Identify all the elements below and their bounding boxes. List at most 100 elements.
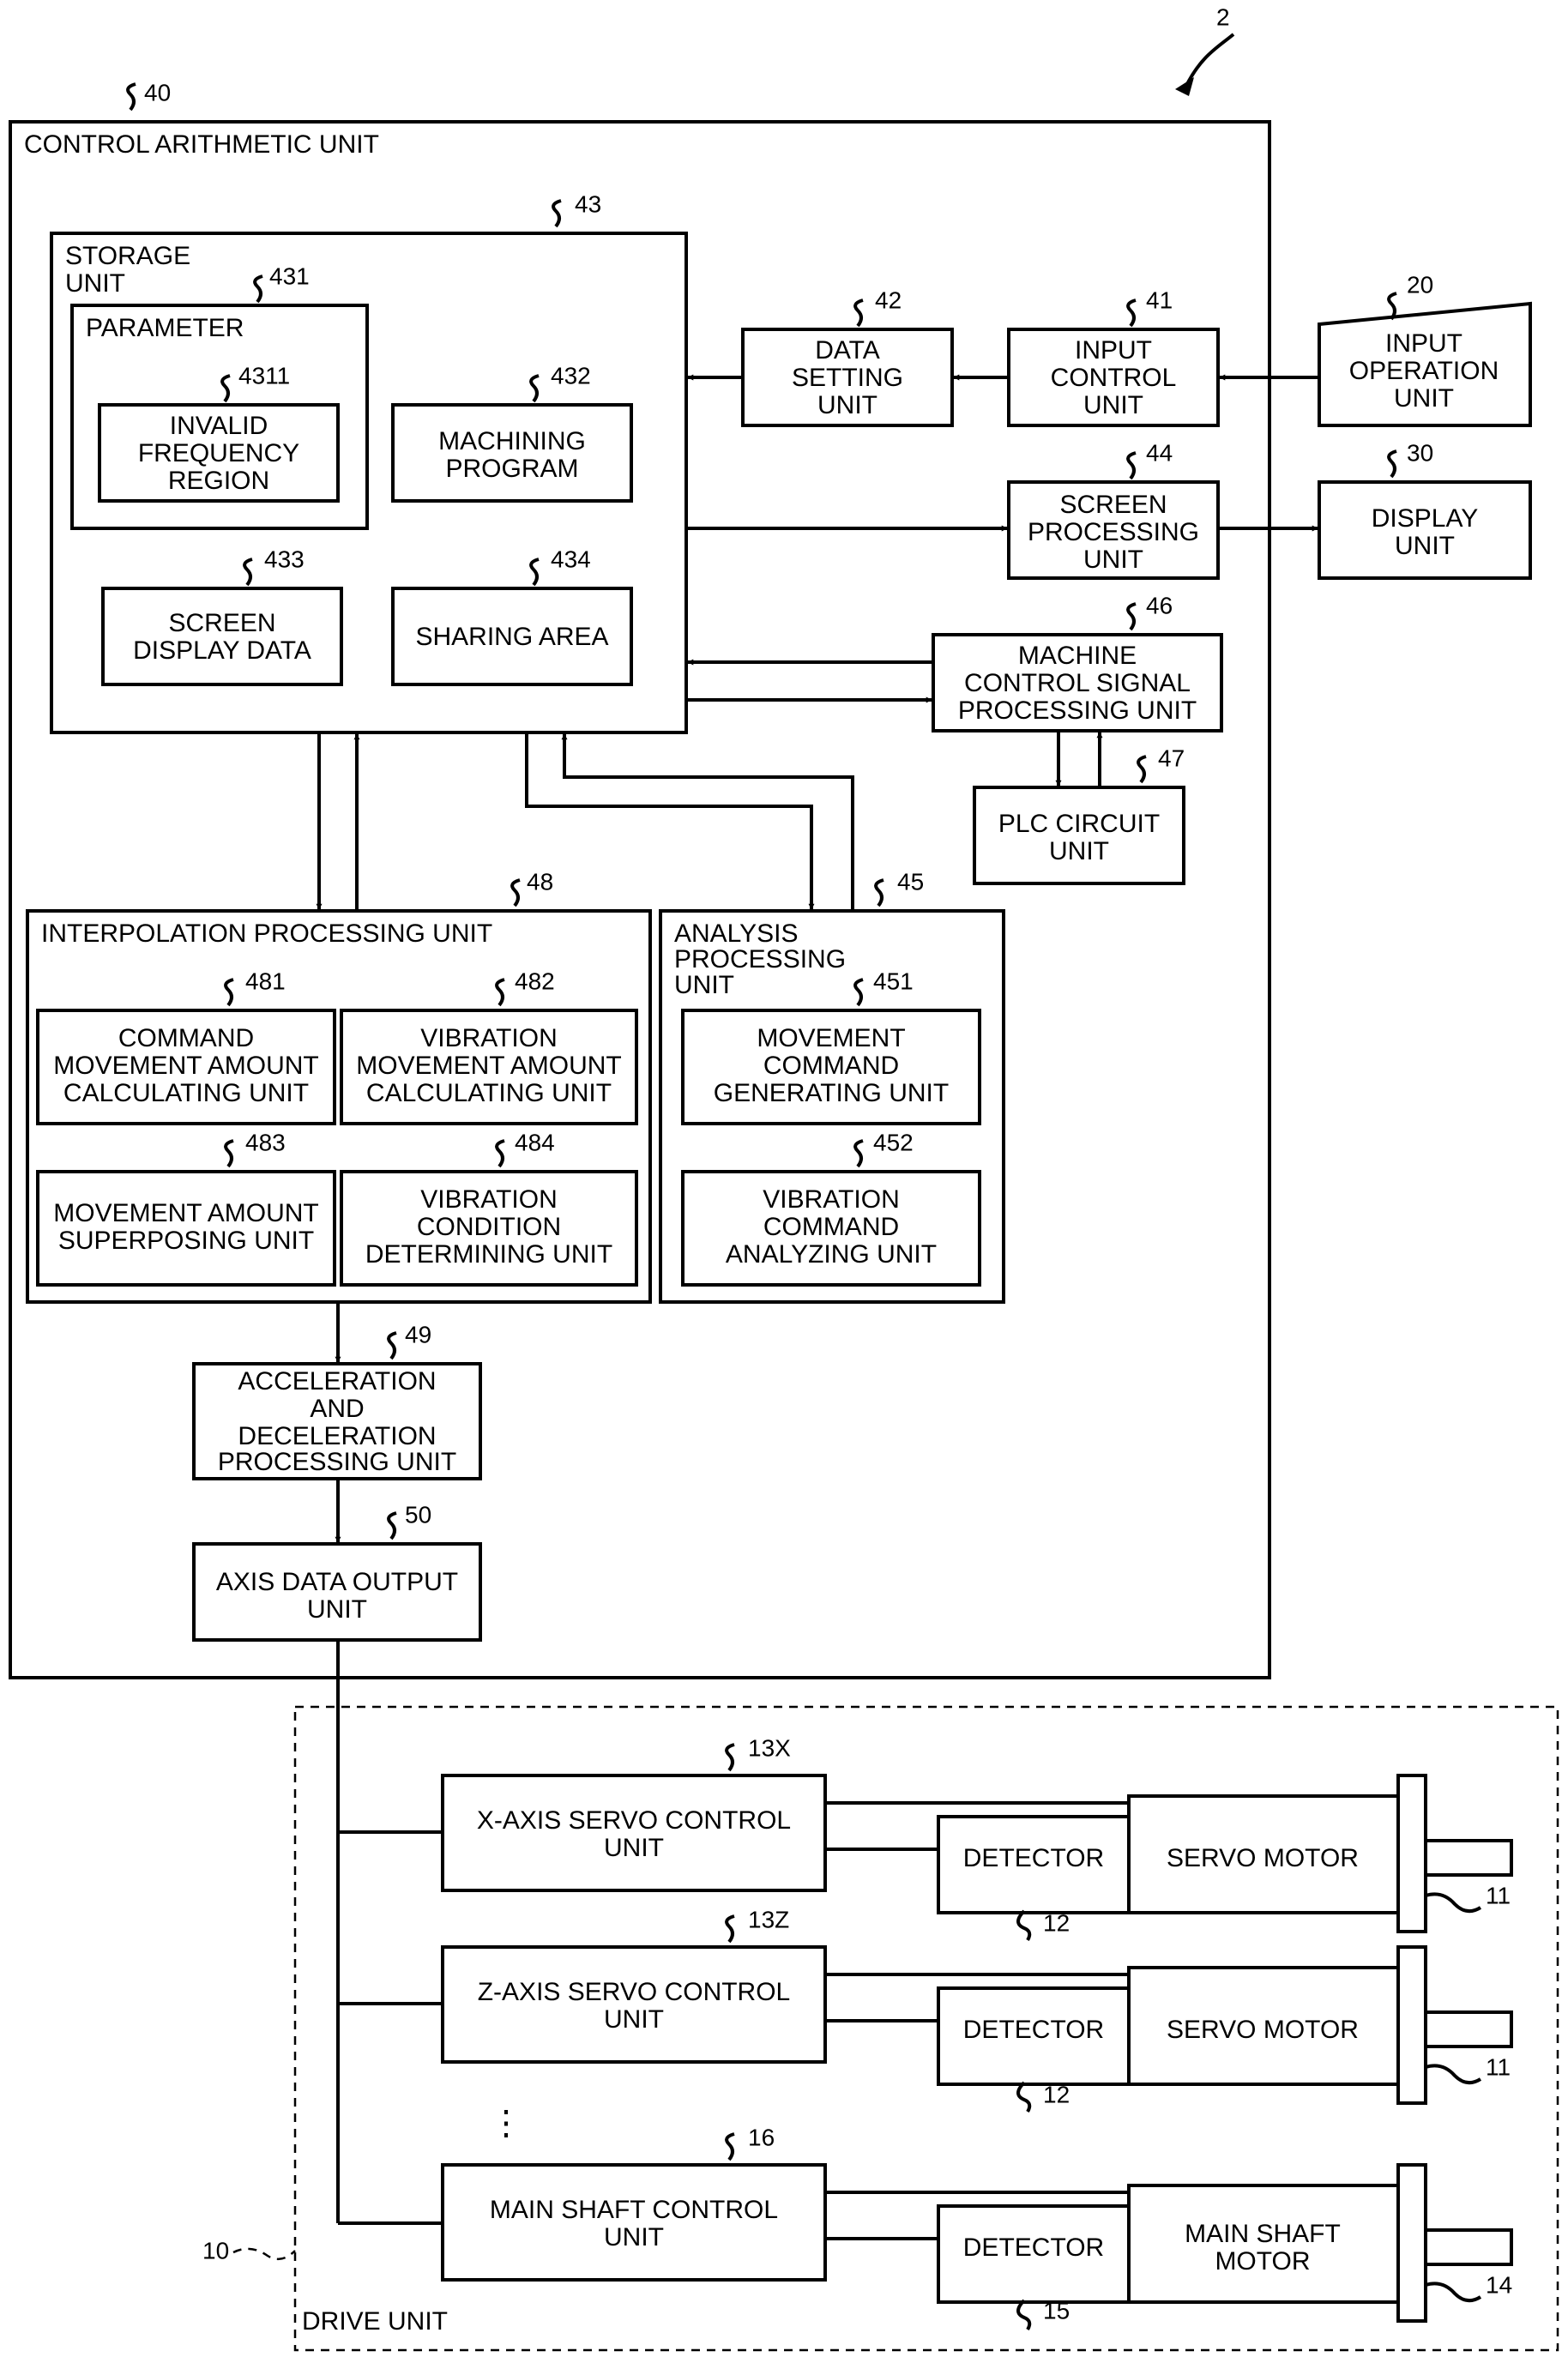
- vib-cmd-analyzing-ref: 452: [873, 1129, 914, 1155]
- axis-output-label-2: UNIT: [307, 1595, 367, 1624]
- parameter-ref: 431: [269, 262, 310, 289]
- input-control-label-2: CONTROL: [1051, 364, 1177, 392]
- x-axis-row: X-AXIS SERVO CONTROL UNIT 13X DETECTOR 1…: [443, 1734, 1511, 1940]
- servo-motor-x-label: SERVO MOTOR: [1167, 1844, 1359, 1872]
- plc-leader: [1138, 757, 1146, 782]
- detector-x-ref: 12: [1043, 1909, 1070, 1936]
- more-axes-ellipsis: ⋮: [489, 2105, 523, 2143]
- display-leader: [1389, 451, 1396, 477]
- vib-movement-label-3: CALCULATING UNIT: [366, 1079, 612, 1107]
- figure-ref: 2: [1216, 3, 1230, 30]
- input-operation-label-1: INPUT: [1385, 329, 1462, 358]
- drive-unit-label: DRIVE UNIT: [302, 2307, 448, 2336]
- movement-cmd-gen-label-1: MOVEMENT: [757, 1024, 905, 1052]
- accel-label-1: ACCELERATION: [238, 1367, 436, 1396]
- screen-display-ref: 433: [264, 546, 305, 572]
- screen-processing-unit: SCREEN PROCESSING UNIT 44: [1009, 439, 1218, 578]
- servo-motor-x-ref: 11: [1486, 1882, 1511, 1908]
- screen-processing-label-3: UNIT: [1083, 546, 1143, 574]
- machining-label-2: PROGRAM: [445, 455, 578, 483]
- vib-cmd-analyzing-label-1: VIBRATION: [763, 1185, 899, 1214]
- main-shaft-ctrl-label-2: UNIT: [604, 2223, 664, 2252]
- accel-ref: 49: [405, 1321, 431, 1347]
- vib-condition-label-3: DETERMINING UNIT: [365, 1240, 612, 1269]
- vib-movement-label-2: MOVEMENT AMOUNT: [356, 1052, 621, 1080]
- sharing-area-ref: 434: [551, 546, 591, 572]
- superposing-label-2: SUPERPOSING UNIT: [58, 1227, 314, 1255]
- screen-display-label-2: DISPLAY DATA: [133, 636, 311, 665]
- vib-cmd-analyzing-label-3: ANALYZING UNIT: [726, 1240, 937, 1269]
- movement-cmd-gen-label-2: COMMAND: [763, 1052, 899, 1080]
- vib-cmd-analyzing-label-2: COMMAND: [763, 1213, 899, 1241]
- data-setting-leader: [855, 300, 863, 326]
- detector-main-ref: 15: [1043, 2297, 1070, 2324]
- detector-x-leader: [1018, 1911, 1029, 1940]
- machine-control-ref: 46: [1146, 592, 1173, 618]
- movement-cmd-gen-ref: 451: [873, 968, 914, 994]
- accel-leader: [389, 1333, 396, 1359]
- main-shaft-motor-label-2: MOTOR: [1215, 2247, 1310, 2276]
- servo-motor-x-leader: [1426, 1894, 1481, 1911]
- main-shaft-motor-leader: [1426, 2283, 1481, 2300]
- screen-processing-label-2: PROCESSING: [1028, 518, 1199, 546]
- detector-z-label: DETECTOR: [963, 2016, 1104, 2044]
- axis-output-label-1: AXIS DATA OUTPUT: [216, 1568, 458, 1596]
- storage-label-2: UNIT: [65, 269, 125, 298]
- input-control-label-1: INPUT: [1075, 336, 1152, 365]
- detector-z-ref: 12: [1043, 2081, 1070, 2107]
- arrow-analysis-to-storage: [564, 734, 853, 911]
- invalid-freq-label-1: INVALID: [170, 412, 268, 440]
- interpolation-label: INTERPOLATION PROCESSING UNIT: [41, 919, 492, 948]
- detector-main-leader: [1018, 2300, 1029, 2330]
- machine-control-label-1: MACHINE: [1018, 642, 1137, 670]
- drive-unit-leader: [233, 2249, 295, 2259]
- vib-movement-label-1: VIBRATION: [420, 1024, 557, 1052]
- plc-label-2: UNIT: [1049, 837, 1109, 865]
- screen-processing-ref: 44: [1146, 439, 1173, 466]
- z-axis-row: Z-AXIS SERVO CONTROL UNIT 13Z DETECTOR 1…: [443, 1906, 1511, 2112]
- plc-circuit-unit: PLC CIRCUIT UNIT 47: [974, 744, 1185, 883]
- x-servo-ref: 13X: [748, 1734, 791, 1761]
- machine-control-label-2: CONTROL SIGNAL: [964, 669, 1191, 697]
- main-shaft-ctrl-label-1: MAIN SHAFT CONTROL: [490, 2196, 778, 2224]
- superposing-label-1: MOVEMENT AMOUNT: [53, 1199, 318, 1227]
- machining-ref: 432: [551, 362, 591, 389]
- z-servo-ref: 13Z: [748, 1906, 789, 1932]
- input-operation-leader: [1389, 293, 1396, 319]
- machine-control-leader: [1128, 604, 1136, 630]
- z-servo-label-2: UNIT: [604, 2005, 664, 2034]
- display-label-2: UNIT: [1395, 532, 1455, 560]
- vib-condition-label-2: CONDITION: [417, 1213, 561, 1241]
- servo-motor-z-ref: 11: [1486, 2053, 1511, 2080]
- accel-label-2: AND: [310, 1395, 364, 1423]
- invalid-freq-label-2: FREQUENCY: [138, 439, 299, 467]
- detector-main-label: DETECTOR: [963, 2233, 1104, 2262]
- screen-processing-leader: [1128, 453, 1136, 479]
- axis-output-ref: 50: [405, 1501, 431, 1528]
- storage-ref: 43: [575, 190, 601, 217]
- z-servo-leader: [727, 1916, 734, 1942]
- vib-condition-ref: 484: [515, 1129, 555, 1155]
- input-control-ref: 41: [1146, 286, 1173, 313]
- display-unit: DISPLAY UNIT 30: [1319, 439, 1530, 578]
- storage-label-1: STORAGE: [65, 242, 190, 270]
- machine-control-label-3: PROCESSING UNIT: [958, 696, 1197, 725]
- input-operation-unit: INPUT OPERATION UNIT 20: [1319, 271, 1530, 425]
- analysis-ref: 45: [897, 868, 924, 895]
- data-setting-label-2: SETTING: [792, 364, 903, 392]
- movement-cmd-gen-label-3: GENERATING UNIT: [714, 1079, 949, 1107]
- input-operation-label-2: OPERATION: [1349, 357, 1499, 385]
- vib-movement-ref: 482: [515, 968, 555, 994]
- superposing-ref: 483: [245, 1129, 286, 1155]
- accel-label-3: DECELERATION: [238, 1422, 436, 1450]
- main-shaft-ctrl-leader: [727, 2134, 734, 2160]
- cmd-movement-label-2: MOVEMENT AMOUNT: [53, 1052, 318, 1080]
- control-unit-label: CONTROL ARITHMETIC UNIT: [24, 130, 379, 159]
- cmd-movement-label-3: CALCULATING UNIT: [63, 1079, 309, 1107]
- main-shaft-motor-label-1: MAIN SHAFT: [1185, 2220, 1341, 2248]
- input-control-unit: INPUT CONTROL UNIT 41: [1009, 286, 1218, 425]
- interpolation-leader: [512, 880, 520, 906]
- analysis-label-1: ANALYSIS: [674, 919, 799, 948]
- accel-label-4: PROCESSING UNIT: [218, 1448, 456, 1476]
